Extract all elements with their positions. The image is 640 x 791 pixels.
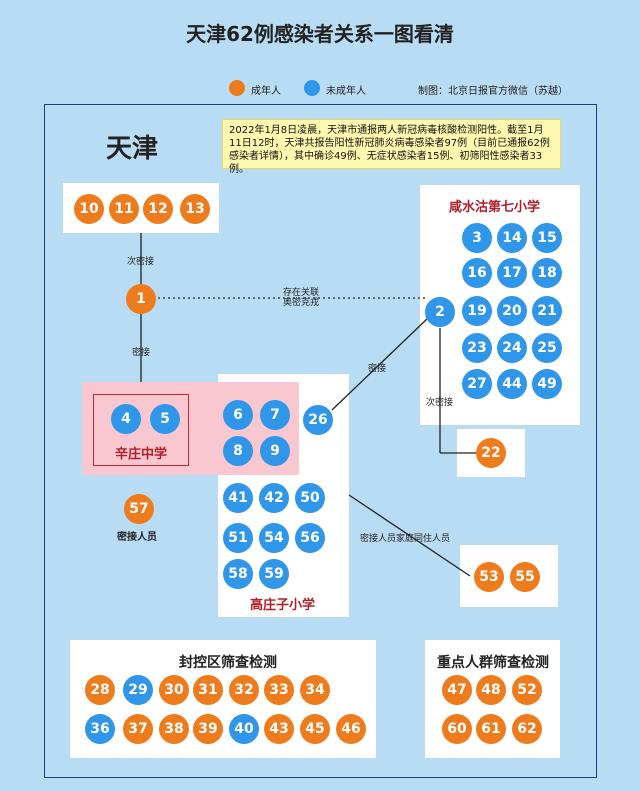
info-note: 2022年1月8日凌晨，天津市通报两人新冠病毒核酸检测阳性。截至1月11日12时… <box>222 119 561 175</box>
case-node-32: 32 <box>229 675 259 705</box>
case-node-23: 23 <box>462 333 492 363</box>
case-node-59: 59 <box>259 559 289 589</box>
case-node-44: 44 <box>497 369 527 399</box>
case-node-51: 51 <box>223 523 253 553</box>
edge-gaozhuangzi-to-family <box>348 494 471 577</box>
case-node-17: 17 <box>497 258 527 288</box>
case-node-50: 50 <box>295 483 325 513</box>
tianjin-frame <box>44 104 597 778</box>
minor-legend-label: 未成年人 <box>326 86 366 97</box>
case-node-55: 55 <box>510 562 540 592</box>
case-node-38: 38 <box>159 714 189 744</box>
case-node-62: 62 <box>512 714 542 744</box>
xinzhuang-box <box>93 394 189 466</box>
case-node-24: 24 <box>497 333 527 363</box>
case-node-25: 25 <box>532 333 562 363</box>
case-node-56: 56 <box>295 523 325 553</box>
case-node-31: 31 <box>193 675 223 705</box>
case-node-49: 49 <box>532 369 562 399</box>
fengkong-label: 封控区筛查检测 <box>179 655 277 671</box>
edge-label-close-contact-1: 密接 <box>132 348 151 358</box>
case-node-52: 52 <box>512 675 542 705</box>
case-node-12: 12 <box>143 194 173 224</box>
minor-legend-dot <box>304 80 320 96</box>
xinzhuang-label: 辛庄中学 <box>115 447 168 462</box>
case-node-41: 41 <box>223 483 253 513</box>
case-node-47: 47 <box>442 675 472 705</box>
case-node-39: 39 <box>193 714 223 744</box>
case-node-61: 61 <box>476 714 506 744</box>
case-node-27: 27 <box>462 369 492 399</box>
xianshuigu-label: 咸水沽第七小学 <box>449 200 541 215</box>
close-contact-label: 密接人员 <box>117 532 157 543</box>
case-node-26: 26 <box>303 405 333 435</box>
case-node-34: 34 <box>300 675 330 705</box>
case-node-19: 19 <box>462 296 492 326</box>
case-node-2: 2 <box>425 297 455 327</box>
case-node-14: 14 <box>497 223 527 253</box>
edge-label-secondary-contact-1: 次密接 <box>127 257 155 267</box>
case-node-30: 30 <box>159 675 189 705</box>
case-node-57: 57 <box>124 494 154 524</box>
case-node-15: 15 <box>532 223 562 253</box>
case-node-36: 36 <box>85 714 115 744</box>
case-node-5: 5 <box>150 404 180 434</box>
case-node-48: 48 <box>476 675 506 705</box>
case-node-16: 16 <box>462 258 492 288</box>
case-node-21: 21 <box>532 296 562 326</box>
edge-label-family-contact: 密接人员家庭同住人员 <box>360 534 451 544</box>
case-node-10: 10 <box>74 194 104 224</box>
case-node-6: 6 <box>223 400 253 430</box>
edge-label-secondary-contact-2: 次密接 <box>426 398 454 408</box>
gaozhuangzi-label: 高庄子小学 <box>250 598 316 613</box>
case-node-8: 8 <box>223 436 253 466</box>
adult-legend-dot <box>229 80 245 96</box>
region-label: 天津 <box>106 134 159 164</box>
case-node-46: 46 <box>336 714 366 744</box>
case-node-43: 43 <box>264 714 294 744</box>
case-node-3: 3 <box>462 223 492 253</box>
case-node-22: 22 <box>476 438 506 468</box>
case-node-29: 29 <box>123 675 153 705</box>
case-node-18: 18 <box>532 258 562 288</box>
case-node-37: 37 <box>123 714 153 744</box>
case-node-33: 33 <box>264 675 294 705</box>
case-node-20: 20 <box>497 296 527 326</box>
case-node-13: 13 <box>180 194 210 224</box>
edge-26-to-2 <box>331 317 429 411</box>
edge-label-omicron-link: 存在关联 奥密克戎 <box>282 288 319 308</box>
case-node-28: 28 <box>85 675 115 705</box>
case-node-1: 1 <box>126 284 156 314</box>
adult-legend-label: 成年人 <box>251 86 281 97</box>
edge-label-close-contact-2: 密接 <box>368 364 387 374</box>
case-node-11: 11 <box>109 194 139 224</box>
zhongdian-label: 重点人群筛查检测 <box>437 655 549 671</box>
case-node-40: 40 <box>229 714 259 744</box>
credit-text: 制图：北京日报官方微信（苏越） <box>418 86 568 97</box>
case-node-4: 4 <box>111 404 141 434</box>
page-title: 天津62例感染者关系一图看清 <box>186 22 454 46</box>
case-node-7: 7 <box>260 400 290 430</box>
case-node-42: 42 <box>259 483 289 513</box>
case-node-58: 58 <box>223 559 253 589</box>
case-node-54: 54 <box>259 523 289 553</box>
case-node-45: 45 <box>300 714 330 744</box>
case-node-9: 9 <box>260 436 290 466</box>
case-node-53: 53 <box>474 562 504 592</box>
case-node-60: 60 <box>442 714 472 744</box>
